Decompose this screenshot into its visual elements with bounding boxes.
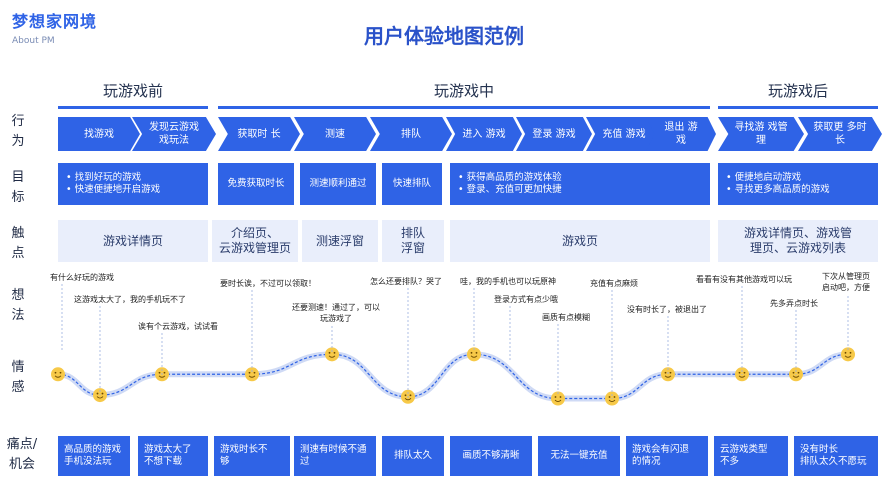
touchpoint-box: 排队 浮窗 bbox=[382, 220, 444, 262]
smiley-icon bbox=[93, 388, 107, 403]
row-label-pain: 痛点/ 机会 bbox=[6, 437, 38, 472]
thought-text: 没有时长了，被退出了 bbox=[627, 305, 707, 314]
phase-after-line bbox=[718, 106, 878, 109]
behavior-step: 获取更 多时长 bbox=[798, 117, 882, 151]
behavior-step: 退出 游戏 bbox=[646, 117, 716, 151]
thought-text: 要时长诶，不过可以领取！ bbox=[220, 279, 316, 288]
behavior-step: 发现云游戏 戏玩法 bbox=[132, 117, 216, 151]
touchpoint-box: 游戏详情页、游戏管 理页、云游戏列表 bbox=[718, 220, 878, 262]
logo-subtitle: About PM bbox=[12, 36, 55, 46]
pain-box: 排队太久 bbox=[382, 436, 444, 476]
goal-item: 便捷地启动游戏 bbox=[726, 172, 830, 184]
row-label-touchpoint: 触 点 bbox=[11, 226, 25, 261]
behavior-step: 排队 bbox=[370, 117, 452, 151]
goal-item: 寻找更多高品质的游戏 bbox=[726, 184, 830, 196]
behavior-step: 测速 bbox=[294, 117, 376, 151]
row-label-emotion: 情 感 bbox=[11, 360, 25, 395]
smiley-icon bbox=[325, 347, 339, 362]
goal-item: 登录、充值可更加快捷 bbox=[458, 184, 562, 196]
pain-box: 画质不够清晰 bbox=[450, 436, 532, 476]
goal-box: 找到好玩的游戏快速便捷地开启游戏 bbox=[58, 163, 208, 205]
thought-text: 登录方式有点少哦 bbox=[494, 295, 558, 304]
goal-box: 测速顺利通过 bbox=[300, 163, 376, 205]
page-title: 用户体验地图范例 bbox=[364, 24, 524, 48]
behavior-step: 进入 游戏 bbox=[446, 117, 522, 151]
phase-after: 玩游戏后 bbox=[767, 82, 828, 100]
behavior-step: 找游戏 bbox=[58, 117, 140, 151]
behavior-step: 寻找游 戏管理 bbox=[718, 117, 804, 151]
thought-text: 还要测速！通过了，可以 玩游戏了 bbox=[292, 303, 380, 323]
touchpoint-box: 介绍页、 云游戏管理页 bbox=[212, 220, 298, 262]
touchpoint-box: 测速浮窗 bbox=[302, 220, 378, 262]
thought-text: 画质有点模糊 bbox=[542, 313, 590, 322]
row-label-thought: 想 法 bbox=[11, 288, 25, 323]
row-label-behavior: 行 为 bbox=[11, 114, 25, 149]
pain-box: 无法一键充值 bbox=[538, 436, 620, 476]
goal-box: 快速排队 bbox=[382, 163, 442, 205]
goal-box: 便捷地启动游戏寻找更多高品质的游戏 bbox=[718, 163, 878, 205]
goal-item: 快速排队 bbox=[392, 178, 431, 189]
thought-text: 哇，我的手机也可以玩原神 bbox=[460, 277, 556, 286]
thought-text: 这游戏太大了，我的手机玩不了 bbox=[74, 295, 186, 304]
goal-item: 快速便捷地开启游戏 bbox=[66, 184, 161, 196]
touchpoint-box: 游戏页 bbox=[450, 220, 710, 262]
goal-item: 免费获取时长 bbox=[227, 178, 285, 189]
pain-box: 高品质的游戏 手机没法玩 bbox=[58, 436, 130, 476]
thought-text: 有什么好玩的游戏 bbox=[50, 273, 114, 282]
emotion-curve-shadow bbox=[57, 351, 849, 402]
goal-item: 找到好玩的游戏 bbox=[66, 172, 160, 184]
goal-box: 获得高品质的游戏体验登录、充值可更加快捷 bbox=[450, 163, 710, 205]
thought-text: 看看有没有其他游戏可以玩 bbox=[696, 275, 792, 284]
behavior-step: 登录 游戏 bbox=[516, 117, 592, 151]
logo: 梦想家网境 bbox=[12, 12, 98, 31]
smiley-icon bbox=[51, 367, 65, 382]
smiley-icon bbox=[841, 347, 855, 362]
pain-box: 游戏太大了 不想下载 bbox=[138, 436, 208, 476]
pain-box: 测速有时候不通 过 bbox=[294, 436, 376, 476]
row-label-goal: 目 标 bbox=[11, 170, 25, 205]
smiley-icon bbox=[551, 391, 565, 406]
thought-text: 下次从管理页 启动吧，方便 bbox=[822, 272, 870, 292]
pain-box: 云游戏类型 不多 bbox=[714, 436, 788, 476]
pain-box: 游戏时长不 够 bbox=[214, 436, 290, 476]
phase-before-line bbox=[58, 106, 208, 109]
goal-box: 免费获取时长 bbox=[218, 163, 294, 205]
smiley-icon bbox=[467, 347, 481, 362]
goal-item: 测速顺利通过 bbox=[309, 178, 367, 189]
goal-item: 获得高品质的游戏体验 bbox=[458, 172, 562, 184]
pain-box: 游戏会有闪退 的情况 bbox=[626, 436, 708, 476]
thought-text: 充值有点麻烦 bbox=[590, 279, 638, 288]
phase-during: 玩游戏中 bbox=[433, 82, 494, 100]
phase-during-line bbox=[218, 106, 710, 109]
thought-text: 怎么还要排队？哭了 bbox=[370, 277, 442, 286]
pain-box: 没有时长 排队太久不愿玩 bbox=[794, 436, 878, 476]
smiley-icon bbox=[661, 367, 675, 382]
thought-text: 诶有个云游戏，试试看 bbox=[138, 322, 218, 331]
thought-text: 先多弄点时长 bbox=[770, 299, 818, 308]
touchpoint-box: 游戏详情页 bbox=[58, 220, 208, 262]
phase-before: 玩游戏前 bbox=[102, 82, 163, 100]
behavior-step: 获取时 长 bbox=[218, 117, 300, 151]
smiley-icon bbox=[245, 367, 259, 382]
